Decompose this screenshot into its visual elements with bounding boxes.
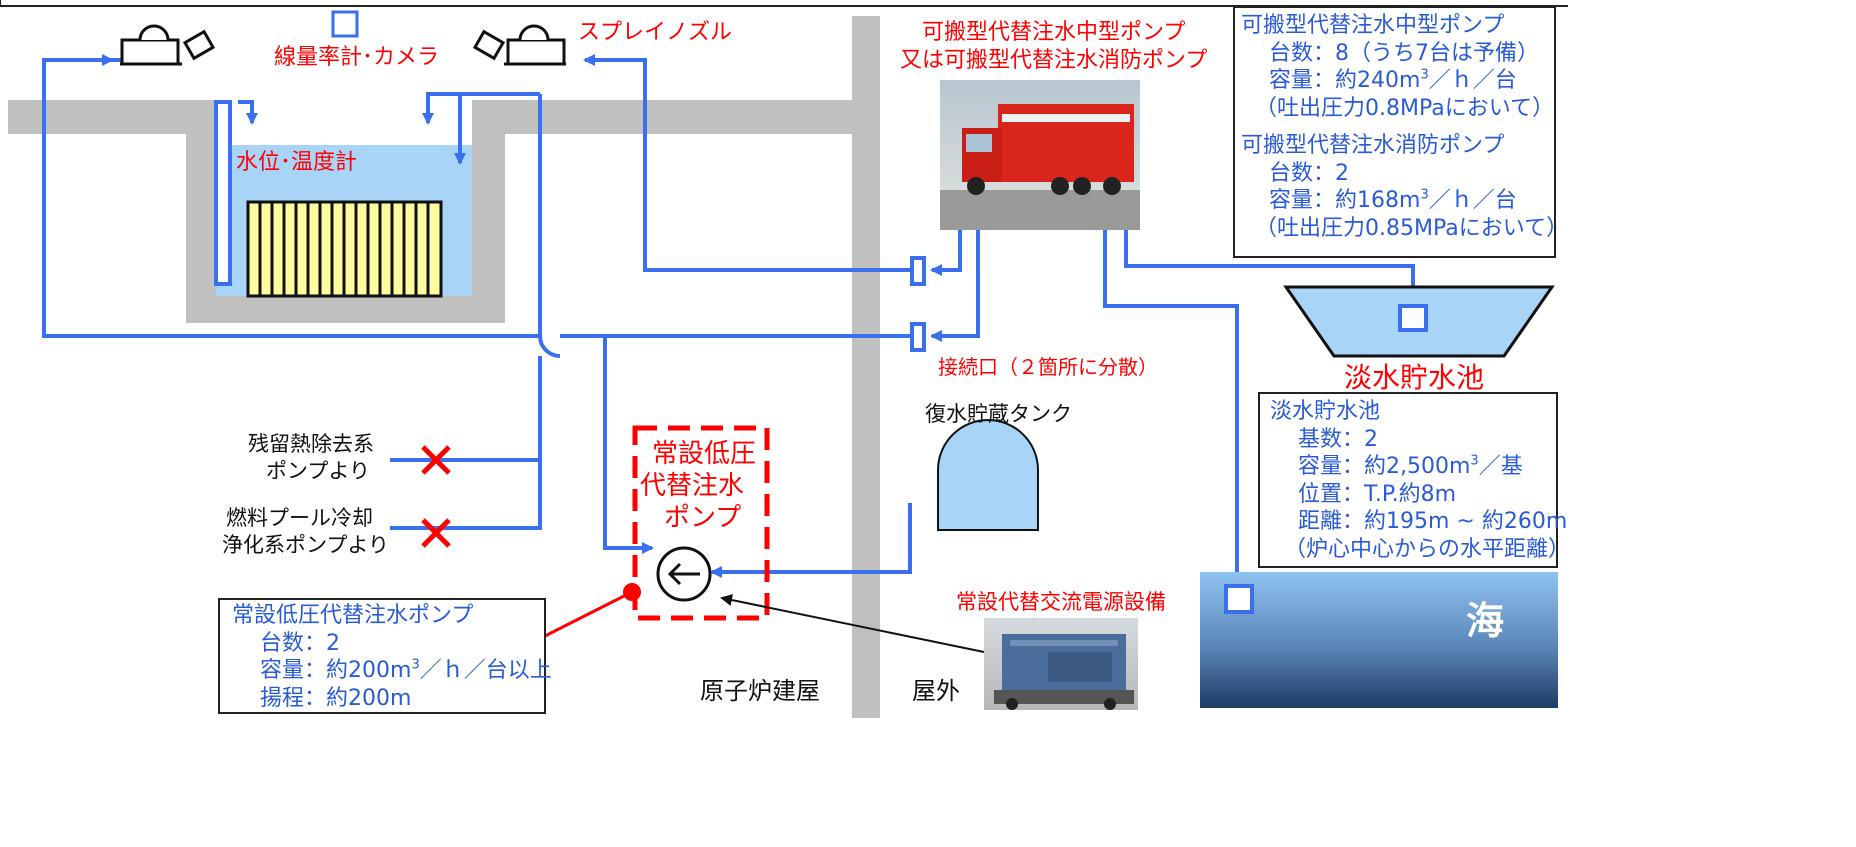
- rhr-label-2: ポンプより: [266, 459, 370, 483]
- spec-fire-capacity: 容量：約168m3／ｈ／台: [1269, 187, 1517, 213]
- lp-spec-title: 常設低圧代替注水ポンプ: [232, 603, 474, 628]
- spec-medium-title: 可搬型代替注水中型ポンプ: [1241, 13, 1505, 38]
- lp-spec-capacity: 容量：約200m3／ｈ／台以上: [260, 657, 552, 683]
- outdoor-label: 屋外: [912, 677, 960, 705]
- fpc-label-1: 燃料プール冷却: [226, 506, 373, 530]
- sea-area: [1200, 572, 1558, 708]
- spray-nozzle-label: スプレイノズル: [578, 20, 733, 45]
- pool-structure: [8, 100, 852, 323]
- pond-spec-capacity: 容量：約2,500m3／基: [1298, 453, 1523, 479]
- pump-truck-photo: [940, 80, 1140, 230]
- lp-pump-label-1: 常設低圧: [652, 439, 757, 469]
- spec-medium-count: 台数：8（うち7台は予備）: [1269, 40, 1539, 66]
- rhr-label-1: 残留熱除去系: [248, 432, 374, 456]
- lp-pump-dashed-box: [632, 425, 770, 621]
- pond-spec-box: 淡水貯水池 基数：2 容量：約2,500m3／基 位置：T.P.約8m 距離：約…: [1258, 392, 1571, 568]
- fpc-label-2: 浄化系ポンプより: [222, 533, 389, 557]
- pond-intake: [1398, 304, 1428, 332]
- pump-callout-dot: [623, 583, 641, 601]
- portable-pump-label-2: 又は可搬型代替注水消防ポンプ: [900, 48, 1208, 73]
- lp-spec-count: 台数：2: [260, 630, 340, 656]
- pump-icon: [656, 546, 712, 602]
- pond-spec-distance-note: （炉心中心からの水平距離）: [1284, 536, 1571, 562]
- building-wall: [852, 16, 880, 718]
- lp-pump-spec-box: 常設低圧代替注水ポンプ 台数：2 容量：約200m3／ｈ／台以上 揚程：約200…: [218, 598, 552, 714]
- condensate-tank: [937, 419, 1039, 531]
- sea-label: 海: [1466, 599, 1505, 643]
- freshwater-pond-label: 淡水貯水池: [1344, 361, 1485, 394]
- connection-port-label: 接続口（２箇所に分散）: [938, 355, 1158, 379]
- condensate-tank-label: 復水貯蔵タンク: [925, 402, 1072, 426]
- spec-fire-title: 可搬型代替注水消防ポンプ: [1241, 133, 1505, 158]
- connection-port-lower: [910, 322, 926, 352]
- isolated-x-marks: [421, 445, 451, 548]
- fuel-rack: [246, 200, 443, 298]
- ac-power-label: 常設代替交流電源設備: [956, 590, 1166, 614]
- lp-pump-label-2: 代替注水: [640, 471, 745, 501]
- pond-spec-title: 淡水貯水池: [1270, 399, 1381, 424]
- generator-photo: [984, 618, 1138, 710]
- level-temp-gauge: [214, 100, 232, 286]
- connection-port-upper: [910, 256, 926, 286]
- sea-intake: [1224, 584, 1254, 614]
- radiation-camera-icon: [331, 10, 359, 38]
- portable-pump-spec-box: 可搬型代替注水中型ポンプ 台数：8（うち7台は予備） 容量：約240m3／ｈ／台…: [1233, 6, 1569, 258]
- portable-pump-label-1: 可搬型代替注水中型ポンプ: [922, 20, 1186, 45]
- spec-fire-count: 台数：2: [1269, 160, 1349, 186]
- spec-medium-pressure: （吐出圧力0.8MPaにおいて）: [1255, 95, 1555, 121]
- spray-nozzle-left-icon: [120, 24, 216, 66]
- piping: [42, 54, 1415, 586]
- reactor-building-label: 原子炉建屋: [700, 677, 820, 705]
- pond-spec-count: 基数：2: [1298, 426, 1378, 452]
- spray-nozzle-right-icon: [472, 24, 566, 66]
- frame-line: [0, 0, 1568, 7]
- level-temp-label: 水位･温度計: [236, 150, 358, 175]
- spec-medium-capacity: 容量：約240m3／ｈ／台: [1269, 67, 1517, 93]
- spec-fire-pressure: （吐出圧力0.85MPaにおいて）: [1255, 215, 1569, 241]
- lp-pump-label-3: ポンプ: [664, 503, 742, 533]
- radiation-camera-label: 線量率計･カメラ: [274, 45, 440, 70]
- pond-spec-position: 位置：T.P.約8m: [1298, 481, 1457, 507]
- pond-spec-distance: 距離：約195m ~ 約260m: [1298, 509, 1568, 534]
- lp-spec-head: 揚程：約200m: [260, 685, 412, 711]
